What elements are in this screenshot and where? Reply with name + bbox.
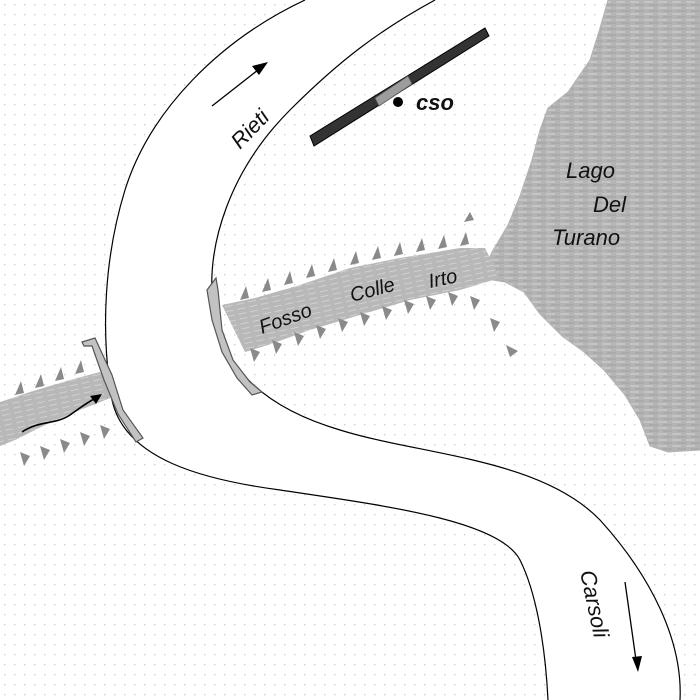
bridge-fosso <box>206 276 264 396</box>
south-direction-arrow-icon <box>624 581 642 672</box>
station-marker-icon <box>393 97 403 107</box>
station-label-cso: cso <box>416 90 454 115</box>
lake-label-line-2: Del <box>593 192 627 217</box>
stream-west-bank-ticks <box>15 360 110 466</box>
flow-arrow-icon <box>21 394 102 433</box>
bridge-west <box>81 337 144 443</box>
stream-fosso-colle-irto <box>222 248 500 352</box>
station-structure <box>309 27 490 147</box>
road-outer-edge <box>104 0 549 700</box>
road-band <box>105 0 681 700</box>
north-direction-arrow-icon <box>211 62 268 107</box>
lake-label-line-3: Turano <box>552 225 620 250</box>
lake-turano <box>479 0 700 453</box>
lake-label-line-1: Lago <box>566 158 615 183</box>
stream-upper-bank-ticks <box>240 212 474 300</box>
road-inner-edge <box>211 0 681 700</box>
stream-lower-bank-ticks <box>250 292 518 362</box>
